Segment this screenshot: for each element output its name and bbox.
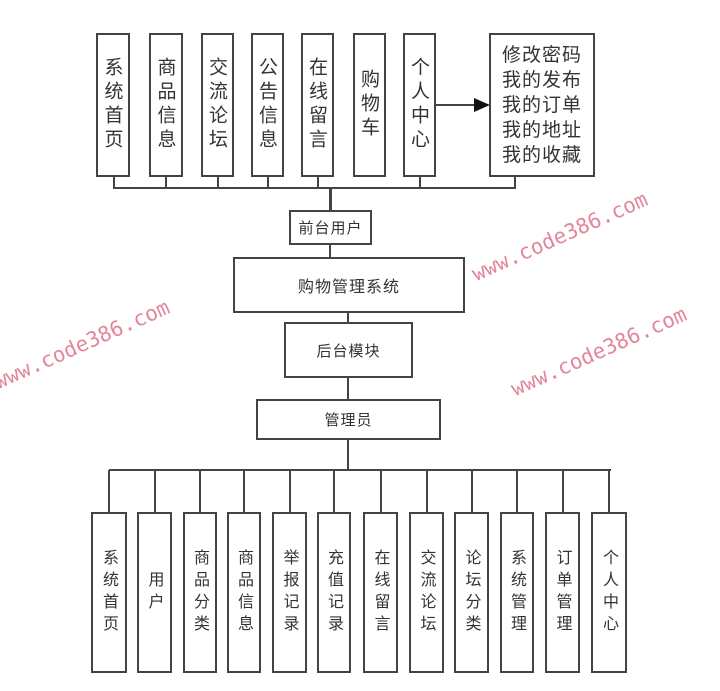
admin-item-label: 在线留言: [371, 548, 391, 637]
submenu-label: 我的收藏: [501, 143, 582, 166]
admin-label: 管理员: [324, 411, 373, 429]
admin-item-box: 在线留言: [363, 512, 398, 673]
personal-center-submenu-box: 修改密码 我的发布 我的订单 我的地址 我的收藏: [489, 33, 595, 177]
connector: [329, 187, 332, 210]
front-item-label: 公告信息: [256, 57, 278, 153]
connector: [199, 470, 201, 512]
connector: [165, 177, 167, 188]
front-item-box: 公告信息: [251, 33, 284, 177]
admin-item-label: 个人中心: [600, 548, 619, 637]
admin-item-label: 举报记录: [280, 548, 300, 637]
backend-module-label: 后台模块: [316, 341, 381, 360]
admin-item-label: 充值记录: [325, 548, 344, 637]
connector: [471, 470, 473, 512]
admin-item-box: 个人中心: [591, 512, 627, 673]
admin-item-box: 用户: [137, 512, 172, 673]
front-item-label: 系统首页: [101, 57, 124, 153]
admin-item-label: 交流论坛: [417, 548, 437, 637]
submenu-label: 修改密码: [501, 43, 582, 66]
front-item-label: 商品信息: [154, 57, 177, 153]
admin-item-label: 订单管理: [553, 548, 573, 637]
bottom-bus-line: [109, 469, 611, 471]
submenu-label: 我的发布: [501, 68, 582, 91]
submenu-label: 我的地址: [501, 118, 582, 141]
front-item-label: 个人中心: [408, 57, 430, 153]
front-item-label: 交流论坛: [206, 57, 228, 153]
watermark: www.code386.com: [507, 301, 691, 401]
front-item-label: 购物车: [358, 69, 380, 141]
front-user-label: 前台用户: [298, 219, 363, 237]
connector: [426, 470, 428, 512]
front-item-box: 系统首页: [96, 33, 130, 177]
connector: [333, 470, 335, 512]
connector: [217, 177, 219, 188]
admin-item-label: 商品信息: [235, 548, 254, 637]
connector: [317, 177, 319, 188]
admin-item-box: 订单管理: [545, 512, 580, 673]
connector: [380, 470, 382, 512]
admin-box: 管理员: [256, 399, 441, 440]
admin-item-box: 充值记录: [317, 512, 351, 673]
connector: [329, 245, 331, 257]
admin-item-box: 论坛分类: [454, 512, 489, 673]
front-item-label: 在线留言: [306, 57, 328, 153]
admin-item-label: 用户: [145, 570, 165, 615]
connector: [562, 470, 564, 512]
backend-module-box: 后台模块: [284, 322, 413, 378]
admin-item-label: 系统管理: [508, 548, 527, 637]
front-item-box: 个人中心: [403, 33, 436, 177]
connector: [419, 177, 421, 188]
connector: [243, 470, 245, 512]
connector: [154, 470, 156, 512]
system-box: 购物管理系统: [233, 257, 465, 313]
admin-item-label: 系统首页: [100, 548, 119, 637]
watermark: www.code386.com: [0, 294, 174, 394]
connector: [347, 313, 349, 323]
arrow-line: [436, 104, 474, 106]
admin-item-box: 系统首页: [91, 512, 127, 673]
front-item-box: 购物车: [353, 33, 386, 177]
watermark: www.code386.com: [468, 186, 652, 286]
connector: [514, 177, 516, 188]
admin-item-box: 举报记录: [272, 512, 307, 673]
connector: [608, 470, 610, 512]
admin-item-box: 商品信息: [227, 512, 261, 673]
front-item-box: 在线留言: [301, 33, 334, 177]
connector: [516, 470, 518, 512]
connector: [289, 470, 291, 512]
submenu-label: 我的订单: [501, 93, 582, 116]
connector: [347, 378, 349, 400]
connector: [347, 440, 349, 470]
admin-item-box: 交流论坛: [409, 512, 444, 673]
front-item-box: 交流论坛: [201, 33, 234, 177]
front-user-box: 前台用户: [289, 210, 372, 245]
admin-item-label: 论坛分类: [462, 548, 482, 637]
admin-item-box: 系统管理: [500, 512, 534, 673]
connector: [267, 177, 269, 188]
system-label: 购物管理系统: [297, 277, 400, 296]
admin-item-box: 商品分类: [183, 512, 217, 673]
top-bus-line: [113, 187, 516, 189]
connector: [108, 470, 110, 512]
front-item-box: 商品信息: [149, 33, 183, 177]
admin-item-label: 商品分类: [191, 548, 210, 637]
connector: [113, 177, 115, 188]
arrow-head-icon: [474, 98, 490, 112]
